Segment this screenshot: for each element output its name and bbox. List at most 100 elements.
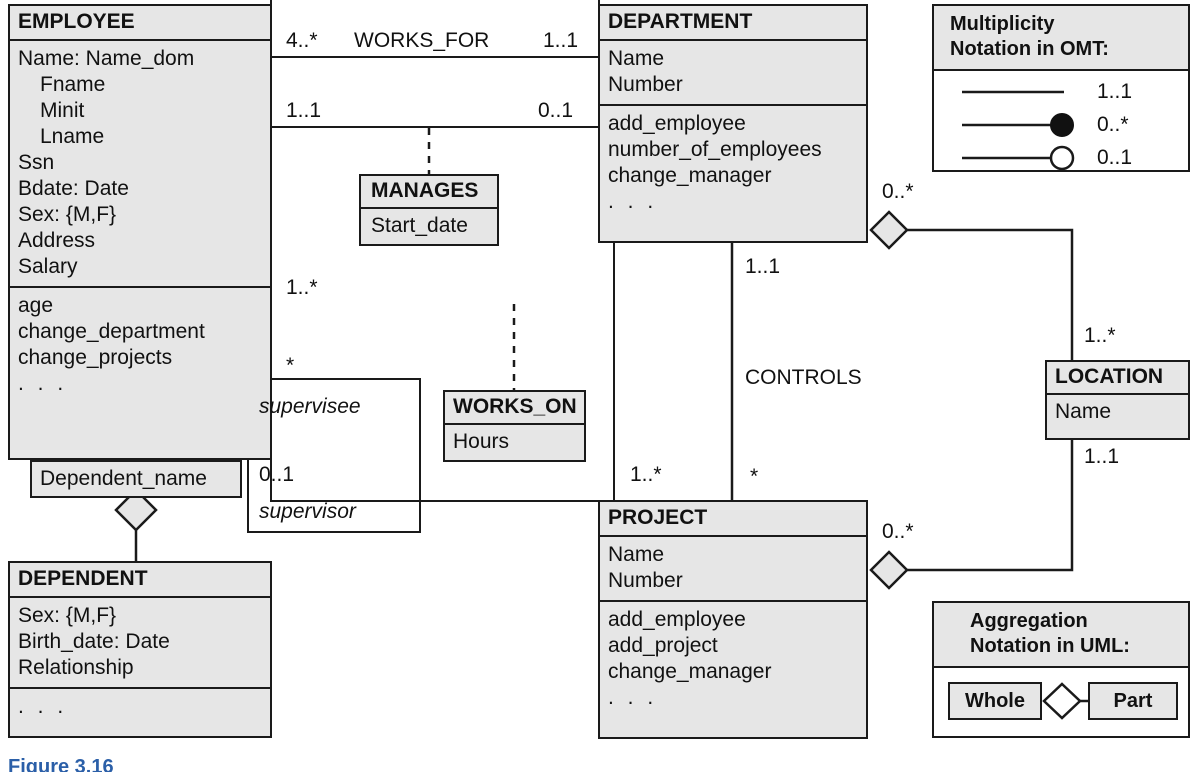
- attribute: Name: [608, 542, 665, 566]
- association-class-works-on[interactable]: WORKS_ON Hours: [443, 390, 586, 462]
- class-operations-department: add_employee number_of_employees change_…: [600, 103, 866, 221]
- multiplicity-project-location-project: 0..*: [882, 520, 914, 543]
- class-operations-dependent: . . .: [10, 686, 270, 726]
- legend-multiplicity-label-1: 0..*: [1097, 113, 1129, 136]
- class-operations-employee: age change_department change_projects . …: [10, 285, 270, 403]
- class-name-department: DEPARTMENT: [600, 6, 866, 41]
- class-name-employee: EMPLOYEE: [10, 6, 270, 41]
- qualifier-label: Dependent_name: [40, 467, 207, 490]
- legend-aggregation-body: Whole Part: [934, 668, 1188, 734]
- legend-title-line-2: Notation in UML:: [970, 635, 1130, 657]
- class-name-dependent: DEPENDENT: [10, 563, 270, 598]
- legend-aggregation-glyph: [1042, 682, 1088, 720]
- role-supervisor: supervisor: [259, 500, 356, 523]
- figure-caption: Figure 3.16: [8, 756, 114, 772]
- multiplicity-controls-department: 1..1: [745, 255, 781, 278]
- operation: number_of_employees: [608, 137, 822, 161]
- class-name-works-on: WORKS_ON: [445, 392, 584, 425]
- operation: change_department: [18, 319, 205, 343]
- multiplicity-works-for-employee: 4..*: [286, 29, 318, 52]
- legend-title-line-1: Aggregation: [970, 610, 1088, 632]
- legend-multiplicity-body: 1..1 0..* 0..1: [934, 71, 1188, 171]
- attribute: Lname: [40, 124, 105, 148]
- filled-circle-icon: [1050, 113, 1074, 137]
- legend-multiplicity-title: Multiplicity Notation in OMT:: [934, 6, 1188, 71]
- class-box-dependent[interactable]: DEPENDENT Sex: {M,F} Birth_date: Date Re…: [8, 561, 272, 738]
- operation: . . .: [608, 685, 658, 709]
- role-supervisee: supervisee: [259, 395, 361, 418]
- aggregation-diamond-project: [869, 550, 909, 590]
- class-name-project: PROJECT: [600, 502, 866, 537]
- legend-aggregation-title: Aggregation Notation in UML:: [934, 603, 1188, 668]
- class-name-location: LOCATION: [1047, 362, 1188, 395]
- attribute: Address: [18, 228, 96, 252]
- class-attributes-project: Name Number: [600, 537, 866, 600]
- operation: change_manager: [608, 163, 772, 187]
- class-attributes-manages: Start_date: [361, 209, 497, 243]
- attribute: Hours: [453, 429, 510, 453]
- project-location-line: [907, 440, 1074, 572]
- operation: . . .: [18, 371, 68, 395]
- attribute: Sex: {M,F}: [18, 603, 117, 627]
- class-attributes-department: Name Number: [600, 41, 866, 104]
- multiplicity-manages-employee: 1..1: [286, 99, 322, 122]
- attribute: Start_date: [371, 213, 468, 237]
- multiplicity-dept-location-department: 0..*: [882, 180, 914, 203]
- association-name-controls: CONTROLS: [745, 366, 862, 389]
- class-attributes-works-on: Hours: [445, 425, 584, 459]
- attribute: Number: [608, 568, 683, 592]
- class-attributes-location: Name: [1047, 395, 1188, 429]
- class-name-manages: MANAGES: [361, 176, 497, 209]
- class-attributes-employee: Name: Name_dom Fname Minit Lname Ssn Bda…: [10, 41, 270, 286]
- legend-title-line-2: Notation in OMT:: [950, 38, 1109, 60]
- operation: add_employee: [608, 607, 746, 631]
- multiplicity-supervisor: 0..1: [259, 463, 295, 486]
- attribute: Minit: [40, 98, 85, 122]
- legend-part-box: Part: [1088, 682, 1178, 720]
- attribute: Ssn: [18, 150, 55, 174]
- association-class-manages[interactable]: MANAGES Start_date: [359, 174, 499, 246]
- multiplicity-project-location-location: 1..1: [1084, 445, 1120, 468]
- legend-multiplicity-label-2: 0..1: [1097, 146, 1133, 169]
- operation: change_projects: [18, 345, 173, 369]
- attribute: Sex: {M,F}: [18, 202, 117, 226]
- hollow-diamond-icon: [1042, 682, 1082, 720]
- legend-multiplicity: Multiplicity Notation in OMT: 1..1 0..* …: [932, 4, 1190, 172]
- attribute: Name: Name_dom: [18, 46, 195, 70]
- attribute: Name: [1055, 399, 1112, 423]
- operation: add_project: [608, 633, 718, 657]
- legend-multiplicity-glyphs: [962, 90, 1075, 171]
- attribute: Fname: [40, 72, 106, 96]
- class-operations-project: add_employee add_project change_manager …: [600, 599, 866, 717]
- attribute: Number: [608, 72, 683, 96]
- operation: . . .: [608, 189, 658, 213]
- class-box-department[interactable]: DEPARTMENT Name Number add_employee numb…: [598, 4, 868, 243]
- attribute: Salary: [18, 254, 78, 278]
- class-box-location[interactable]: LOCATION Name: [1045, 360, 1190, 440]
- multiplicity-works-for-department: 1..1: [543, 29, 579, 52]
- operation: add_employee: [608, 111, 746, 135]
- multiplicity-dept-location-location: 1..*: [1084, 324, 1116, 347]
- attribute: Name: [608, 46, 665, 70]
- legend-multiplicity-label-0: 1..1: [1097, 80, 1133, 103]
- operation: age: [18, 293, 54, 317]
- qualifier-box-dependent-name[interactable]: Dependent_name: [30, 460, 242, 498]
- class-box-project[interactable]: PROJECT Name Number add_employee add_pro…: [598, 500, 868, 739]
- legend-aggregation: Aggregation Notation in UML: Whole Part: [932, 601, 1190, 738]
- operation: change_manager: [608, 659, 772, 683]
- multiplicity-works-on-project: 1..*: [630, 463, 662, 486]
- multiplicity-manages-department: 0..1: [538, 99, 574, 122]
- multiplicity-works-on-employee: 1..*: [286, 276, 318, 299]
- multiplicity-supervisee: *: [286, 354, 295, 377]
- class-box-employee[interactable]: EMPLOYEE Name: Name_dom Fname Minit Lnam…: [8, 4, 272, 460]
- attribute: Birth_date: Date: [18, 629, 170, 653]
- legend-whole-box: Whole: [948, 682, 1042, 720]
- dept-location-line: [907, 228, 1074, 360]
- multiplicity-controls-project: *: [750, 465, 759, 488]
- legend-title-line-1: Multiplicity: [950, 13, 1055, 35]
- attribute: Bdate: Date: [18, 176, 129, 200]
- class-attributes-dependent: Sex: {M,F} Birth_date: Date Relationship: [10, 598, 270, 687]
